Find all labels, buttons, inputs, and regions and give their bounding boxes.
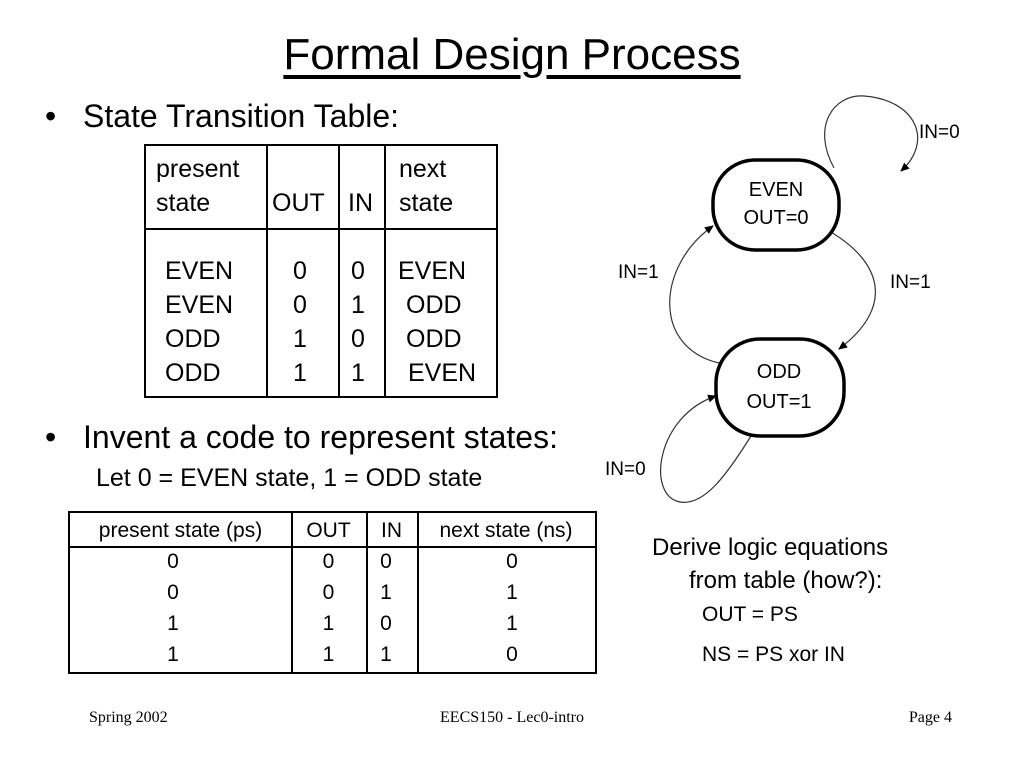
- row1-ns: 0: [506, 550, 518, 573]
- row1-ps: EVEN: [165, 257, 234, 285]
- odd-to-even-label: IN=1: [618, 262, 659, 283]
- header-ns: next state (ns): [439, 519, 573, 542]
- row1-out: 0: [322, 550, 335, 573]
- footer-course: EECS150 - Lec0-intro: [440, 709, 584, 726]
- header-present: present: [156, 155, 240, 183]
- column-divider: [384, 146, 386, 396]
- table-divider: [146, 228, 496, 230]
- row1-ps: 0: [167, 550, 179, 573]
- column-divider: [291, 513, 293, 672]
- state-encoding-text: Let 0 = EVEN state, 1 = ODD state: [96, 464, 483, 492]
- row3-ns: ODD: [406, 325, 462, 353]
- row2-out: 0: [322, 581, 335, 604]
- derive-line1: Derive logic equations: [652, 534, 889, 561]
- row3-in: 0: [351, 325, 365, 353]
- header-next-state: state: [399, 189, 454, 217]
- footer-date: Spring 2002: [89, 709, 168, 726]
- even-out-label: OUT=0: [743, 207, 808, 229]
- state-diagram: EVEN OUT=0 ODD OUT=1 IN=0 IN=1 IN=1 IN=0: [605, 95, 960, 503]
- row3-ns: 1: [506, 612, 518, 635]
- column-divider: [338, 146, 340, 396]
- derive-line2: from table (how?):: [689, 567, 883, 594]
- header-next: next: [399, 155, 447, 183]
- row3-ps: ODD: [165, 325, 221, 353]
- even-self-loop-arrow: [824, 95, 919, 172]
- row2-ps: 0: [167, 581, 179, 604]
- even-to-odd-arrow: [828, 230, 876, 350]
- row1-in: 0: [380, 550, 392, 573]
- header-present-state: state: [156, 189, 211, 217]
- column-divider: [266, 146, 268, 396]
- odd-state-label: ODD: [757, 361, 801, 383]
- row2-ns: ODD: [406, 291, 462, 319]
- bullet-dot-icon: •: [45, 419, 57, 455]
- encoded-state-table: present state (ps) OUT IN next state (ns…: [68, 511, 597, 674]
- even-to-odd-label: IN=1: [890, 272, 931, 293]
- odd-self-loop-label: IN=0: [605, 459, 646, 480]
- row4-ps: ODD: [165, 359, 221, 387]
- row4-ps: 1: [167, 643, 179, 666]
- header-ps: present state (ps): [98, 519, 263, 542]
- row1-out: 0: [293, 257, 307, 285]
- row4-out: 1: [322, 643, 335, 666]
- column-divider: [417, 513, 419, 672]
- even-state-node: EVEN OUT=0: [711, 158, 841, 252]
- row1-ns: EVEN: [398, 257, 467, 285]
- even-state-label: EVEN: [749, 179, 803, 201]
- header-out: OUT: [272, 189, 325, 217]
- even-self-loop-label: IN=0: [919, 122, 960, 143]
- table-divider: [70, 546, 595, 548]
- row2-ns: 1: [506, 581, 518, 604]
- row4-in: 1: [380, 643, 392, 666]
- row4-out: 1: [293, 359, 307, 387]
- odd-self-loop-arrow: [660, 394, 752, 503]
- row2-ps: EVEN: [165, 291, 234, 319]
- footer-page-number: Page 4: [908, 709, 952, 726]
- row4-in: 1: [351, 359, 365, 387]
- slide-title: Formal Design Process: [283, 30, 741, 79]
- equation-ns: NS = PS xor IN: [702, 643, 845, 666]
- bullet-text: Invent a code to represent states:: [83, 419, 558, 455]
- bullet-text: State Transition Table:: [83, 98, 400, 134]
- row3-in: 0: [380, 612, 392, 635]
- row1-in: 0: [351, 257, 365, 285]
- odd-out-label: OUT=1: [746, 391, 811, 413]
- header-in: IN: [348, 189, 373, 217]
- derive-equations-heading: Derive logic equations from table (how?)…: [652, 531, 888, 597]
- row2-in: 1: [380, 581, 392, 604]
- header-in: IN: [381, 519, 402, 542]
- row3-out: 1: [322, 612, 335, 635]
- bullet-dot-icon: •: [45, 98, 57, 134]
- state-transition-table: present state OUT IN next state EVEN 0 0…: [144, 144, 498, 398]
- odd-state-node: ODD OUT=1: [714, 337, 846, 438]
- header-out: OUT: [306, 519, 351, 542]
- column-divider: [366, 513, 368, 672]
- odd-to-even-arrow: [669, 225, 725, 365]
- equation-out: OUT = PS: [702, 603, 798, 626]
- row4-ns: 0: [506, 643, 518, 666]
- row2-in: 1: [351, 291, 365, 319]
- row3-out: 1: [293, 325, 307, 353]
- row2-out: 0: [293, 291, 307, 319]
- row4-ns: EVEN: [408, 359, 477, 387]
- row3-ps: 1: [167, 612, 179, 635]
